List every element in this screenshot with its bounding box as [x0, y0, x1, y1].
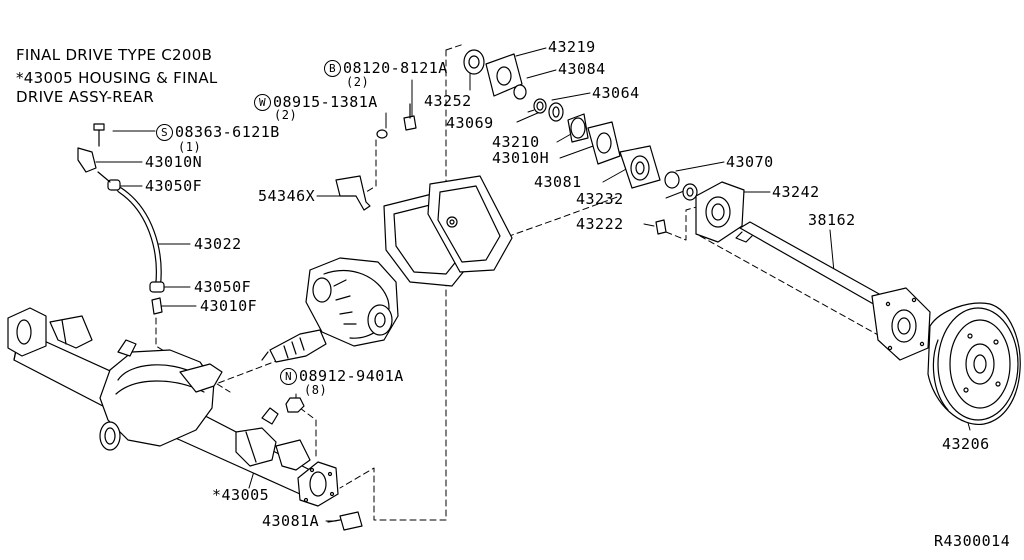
symbol-b: B — [324, 60, 341, 77]
callout-43069: 43069 — [446, 114, 494, 132]
callout-43242: 43242 — [772, 183, 820, 201]
callout-43050F-lower: 43050F — [194, 278, 252, 296]
brake-drum — [927, 302, 1021, 425]
callout-43222: 43222 — [576, 215, 624, 233]
title-line-1: FINAL DRIVE TYPE C200B — [16, 46, 213, 64]
symbol-n: N — [280, 368, 297, 385]
symbol-w: W — [254, 94, 271, 111]
differential-gear — [261, 257, 399, 363]
callout-43064: 43064 — [592, 84, 640, 102]
carrier-covers — [383, 175, 513, 287]
callout-43005: *43005 — [212, 486, 270, 504]
part-number-08120-8121A: 08120-8121A — [343, 59, 448, 77]
callout-43232: 43232 — [576, 190, 624, 208]
part-number-08912-9401A: 08912-9401A — [299, 367, 404, 385]
qty-fastener-w: (2) — [274, 108, 298, 122]
breather-hose — [77, 123, 165, 315]
title-line-3: DRIVE ASSY-REAR — [16, 88, 155, 106]
axle-shaft — [735, 221, 931, 361]
title-line-2: *43005 HOUSING & FINAL — [16, 69, 218, 87]
bearing-stack — [463, 49, 745, 243]
callout-43081A: 43081A — [262, 512, 320, 530]
qty-fastener-n: (8) — [304, 383, 328, 397]
callout-43050F-upper: 43050F — [145, 177, 203, 195]
part-number-08363-6121B: 08363-6121B — [175, 123, 280, 141]
callout-43219: 43219 — [548, 38, 596, 56]
callout-43252: 43252 — [424, 92, 472, 110]
part-number-08915-1381A: 08915-1381A — [273, 93, 378, 111]
qty-fastener-s: (1) — [178, 140, 202, 154]
callout-38162: 38162 — [808, 211, 856, 229]
qty-fastener-b: (2) — [346, 75, 370, 89]
callout-43084: 43084 — [558, 60, 606, 78]
callout-43210: 43210 — [492, 133, 540, 151]
symbol-s: S — [156, 124, 173, 141]
diagram-code: R4300014 — [934, 532, 1011, 550]
callout-43070: 43070 — [726, 153, 774, 171]
callout-43206: 43206 — [942, 435, 990, 453]
callout-43010F: 43010F — [200, 297, 258, 315]
fasteners-art — [285, 103, 667, 531]
callout-43022: 43022 — [194, 235, 242, 253]
callout-43010N: 43010N — [145, 153, 203, 171]
callout-54346X: 54346X — [258, 187, 316, 205]
callout-43010H: 43010H — [492, 149, 550, 167]
callout-43081: 43081 — [534, 173, 582, 191]
axle-housing — [7, 307, 339, 507]
